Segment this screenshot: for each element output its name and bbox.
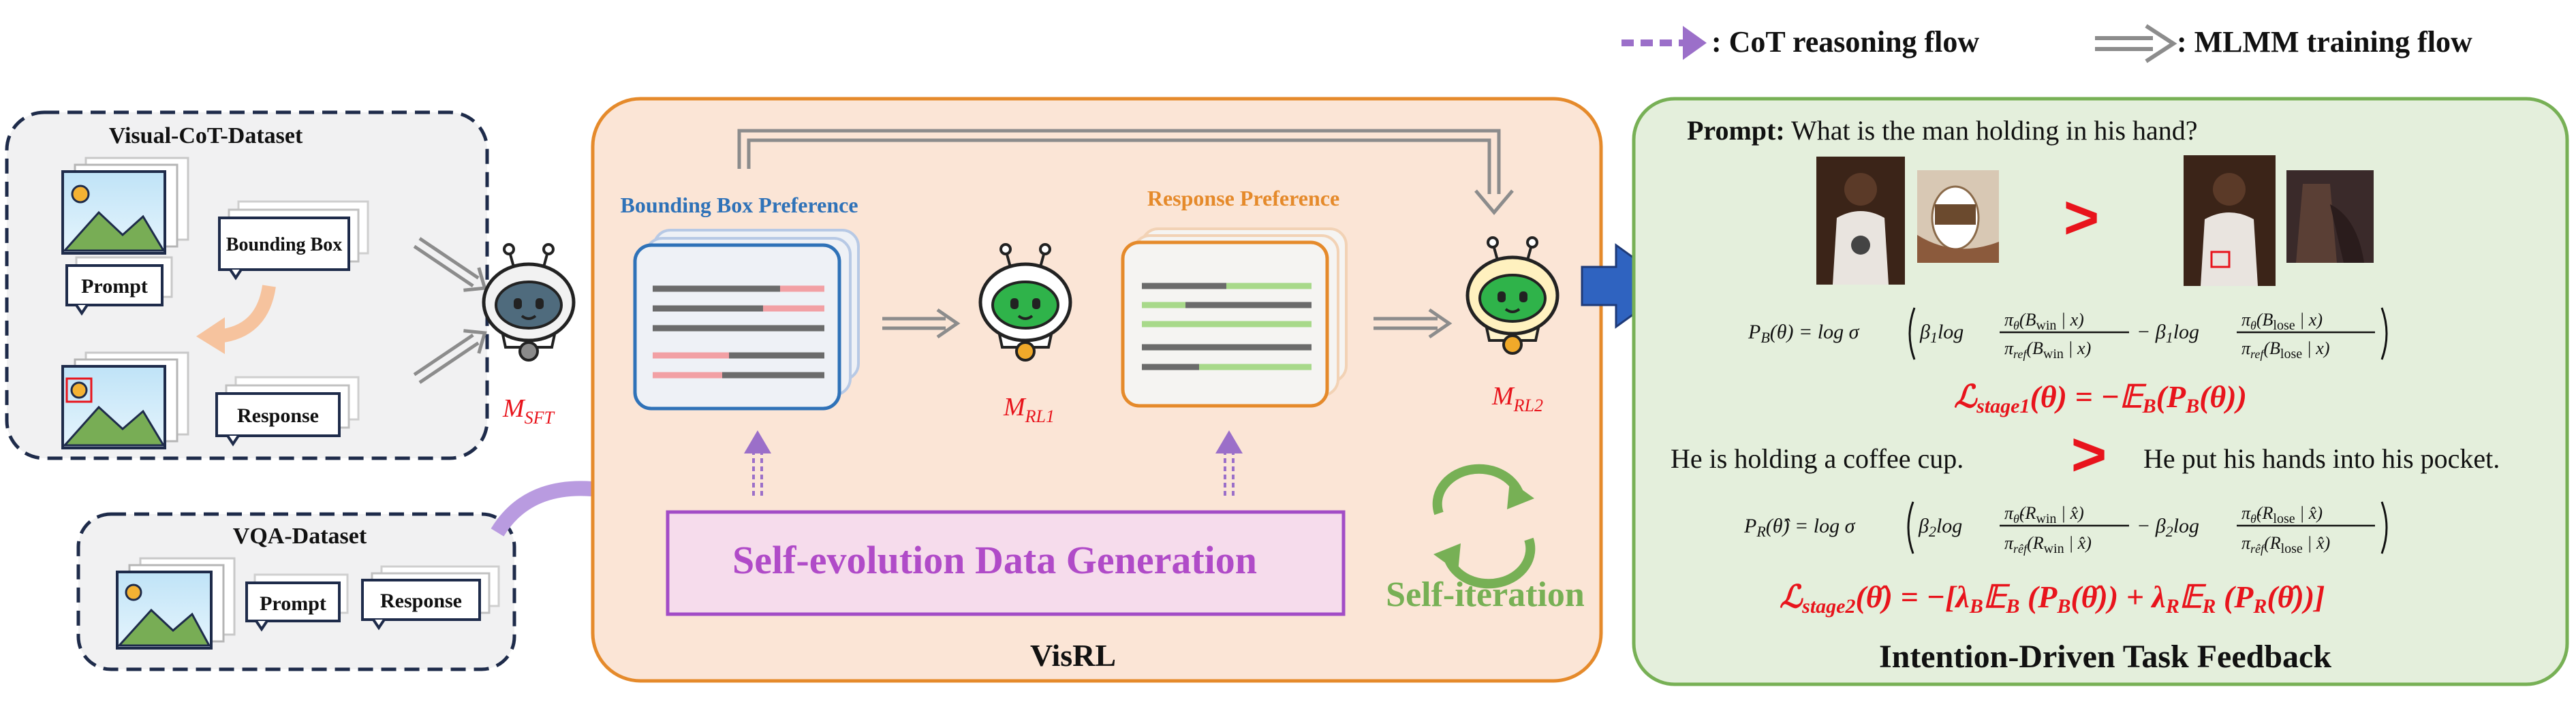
feedback-prompt-text: What is the man holding in his hand? bbox=[1785, 115, 2198, 146]
m-rl1-sub: RL1 bbox=[1025, 406, 1055, 426]
m-rl2-main: M bbox=[1491, 382, 1515, 411]
resp-to-rl2-arrow bbox=[1374, 308, 1453, 339]
rl-loop-arrow bbox=[737, 129, 1514, 215]
robot-rl1-icon bbox=[978, 243, 1072, 362]
response-label: Response bbox=[237, 404, 319, 427]
response-card: Response bbox=[215, 376, 360, 447]
win-photo-pair bbox=[1816, 157, 1999, 285]
bounding-box-card: Bounding Box bbox=[218, 200, 369, 281]
m-sft-main: M bbox=[502, 394, 526, 423]
training-flow-legend-arrow bbox=[2095, 24, 2177, 63]
image-stack-icon bbox=[61, 157, 189, 255]
self-evolution-label: Self-evolution Data Generation bbox=[732, 538, 1257, 582]
vqa-prompt-label: Prompt bbox=[260, 592, 326, 615]
legend: : CoT reasoning flow : MLMM training flo… bbox=[1621, 24, 2472, 63]
vqa-response-label: Response bbox=[380, 590, 462, 612]
cot-up-arrow-right bbox=[1215, 430, 1243, 496]
robot-rl2-icon bbox=[1465, 236, 1559, 355]
cot-up-arrow-left bbox=[744, 430, 771, 496]
m-rl1-label: MRL1 bbox=[1003, 393, 1055, 426]
bbox-greater-symbol: > bbox=[2064, 184, 2100, 252]
self-iteration-label: Self-iteration bbox=[1386, 575, 1585, 614]
prompt-card: Prompt bbox=[65, 256, 173, 316]
answer-lose: He put his hands into his pocket. bbox=[2143, 443, 2500, 474]
vqa-prompt-card: Prompt bbox=[245, 573, 349, 632]
svg-text:ℒstage2(θ̂) = −[λB𝔼B (PB(θ̂)): ℒstage2(θ̂) = −[λB𝔼B (PB(θ̂)) + λR𝔼R (PR… bbox=[1780, 579, 2325, 618]
bbox-to-rl1-arrow bbox=[882, 308, 961, 339]
bbox-preference-doc bbox=[633, 229, 860, 411]
image-with-bbox-icon bbox=[61, 351, 189, 449]
lose-photo-pair bbox=[2184, 155, 2374, 286]
vqa-response-card: Response bbox=[361, 565, 500, 631]
answer-greater-symbol: > bbox=[2071, 421, 2107, 489]
vqa-dataset: VQA-Dataset Prompt Response bbox=[76, 512, 516, 671]
svg-text:MRL2: MRL2 bbox=[1491, 382, 1543, 415]
visual-cot-dataset: Visual-CoT-Dataset Prompt Bounding Box bbox=[5, 110, 489, 460]
m-rl2-sub: RL2 bbox=[1513, 396, 1543, 415]
m-sft-label: MSFT bbox=[502, 394, 555, 428]
svg-text:PR(θ̂) = log σ: PR(θ̂) = log σ bbox=[1743, 515, 1856, 540]
feedback-panel: Prompt: What is the man holding in his h… bbox=[1632, 97, 2569, 686]
m-rl2-label: MRL2 bbox=[1491, 382, 1543, 415]
training-flow-legend-label: : MLMM training flow bbox=[2177, 25, 2472, 59]
visrl-panel: VisRL Bounding Box Preference bbox=[591, 97, 1603, 683]
bbox-to-image-arrow bbox=[196, 285, 276, 354]
vqa-dataset-title: VQA-Dataset bbox=[233, 524, 367, 549]
self-evolution-box: Self-evolution Data Generation bbox=[666, 510, 1346, 616]
cot-flow-legend-label: : CoT reasoning flow bbox=[1711, 25, 1979, 59]
bounding-box-label: Bounding Box bbox=[226, 234, 342, 255]
visrl-title: VisRL bbox=[1030, 638, 1116, 673]
answer-win: He is holding a coffee cup. bbox=[1671, 443, 1964, 474]
svg-text:πref(Bwin | x): πref(Bwin | x) bbox=[2004, 338, 2091, 362]
svg-text:MRL1: MRL1 bbox=[1003, 393, 1055, 426]
svg-text:MSFT: MSFT bbox=[502, 394, 555, 428]
visual-cot-dataset-title: Visual-CoT-Dataset bbox=[109, 123, 303, 148]
feedback-prompt-label: Prompt: bbox=[1687, 115, 1785, 146]
svg-text:β2log: β2log bbox=[1918, 515, 1962, 540]
feedback-prompt: Prompt: What is the man holding in his h… bbox=[1687, 115, 2198, 146]
self-iteration-icon bbox=[1432, 464, 1536, 589]
feedback-title: Intention-Driven Task Feedback bbox=[1879, 639, 2331, 675]
robot-sft-icon bbox=[482, 243, 576, 362]
stage2-loss: ℒstage2(θ̂) = −[λB𝔼B (PB(θ̂)) + λR𝔼R (PR… bbox=[1780, 579, 2325, 618]
bbox-preference-title: Bounding Box Preference bbox=[620, 193, 858, 217]
svg-text:β1log: β1log bbox=[1919, 321, 1964, 346]
response-preference-doc bbox=[1121, 227, 1348, 408]
m-rl1-main: M bbox=[1003, 393, 1027, 421]
m-sft-sub: SFT bbox=[525, 408, 555, 428]
dataset-to-sft-arrows bbox=[413, 237, 487, 384]
prompt-label: Prompt bbox=[81, 275, 148, 298]
cot-flow-legend-arrow bbox=[1621, 26, 1707, 60]
vqa-image-icon bbox=[116, 557, 236, 650]
response-preference-title: Response Preference bbox=[1147, 186, 1339, 210]
